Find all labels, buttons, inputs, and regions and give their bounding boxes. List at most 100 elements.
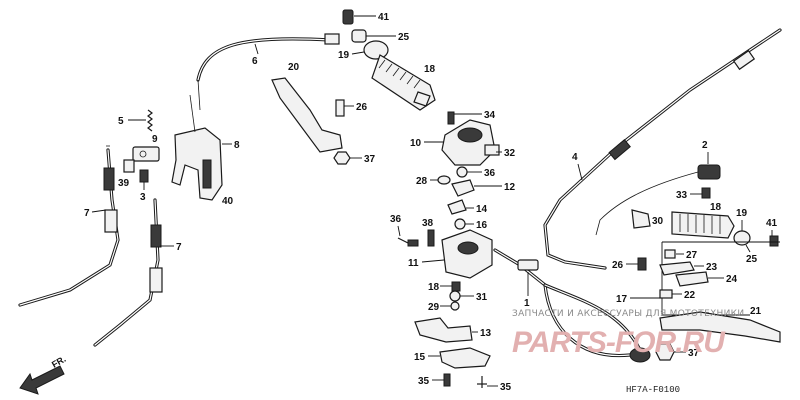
bolt-27	[664, 249, 676, 259]
callout-37-bottom: 37	[688, 348, 700, 359]
callout-39: 39	[118, 178, 130, 189]
clip-22	[659, 289, 673, 299]
switch-2	[595, 164, 721, 236]
drawing-code: HF7A-F0100	[626, 385, 680, 395]
screw-33	[701, 187, 711, 199]
spring-5	[147, 109, 153, 132]
callout-12: 12	[504, 182, 516, 193]
callout-19-right: 19	[736, 208, 748, 219]
housing-10	[441, 119, 500, 166]
clip-39	[123, 159, 135, 173]
screw-18-small	[451, 281, 461, 292]
washer-29	[450, 301, 460, 311]
end-19-right	[733, 230, 751, 246]
callout-6: 6	[252, 56, 258, 67]
callout-25-top: 25	[398, 32, 410, 43]
lever-12	[451, 179, 475, 197]
left-cable-a	[18, 145, 120, 307]
lever-20	[271, 77, 343, 153]
lever-13	[414, 317, 473, 343]
grip-18-right	[671, 211, 735, 239]
collar-25-top	[351, 29, 367, 43]
callout-14: 14	[476, 204, 488, 215]
callout-5: 5	[118, 116, 124, 127]
screw-35-right	[477, 376, 487, 388]
adjuster-9	[132, 146, 160, 162]
direction-label: FR.	[50, 354, 68, 370]
callout-7-left: 7	[84, 208, 90, 219]
callout-21: 21	[750, 306, 762, 317]
bolt-3	[139, 169, 149, 183]
collar-16-upper	[454, 218, 466, 230]
washer-31	[449, 290, 461, 302]
callout-28: 28	[416, 176, 428, 187]
brake-lever-21	[659, 311, 781, 343]
callout-18-right: 18	[710, 202, 722, 213]
callout-10: 10	[410, 138, 422, 149]
screw-35-left	[443, 373, 451, 387]
callout-8: 8	[234, 140, 240, 151]
callout-36-left: 36	[390, 214, 402, 225]
cable-6	[196, 33, 340, 111]
callouts: 41 25 19 18 6 20 26 37 5 8 9 39 3 40 7 7…	[84, 12, 778, 393]
watermark: ЗАПЧАСТИ И АКСЕССУАРЫ ДЛЯ МОТОТЕХНИКИ PA…	[512, 309, 744, 359]
callout-34: 34	[484, 110, 496, 121]
callout-20: 20	[288, 62, 300, 73]
callout-29: 29	[428, 302, 440, 313]
housing-11	[441, 229, 493, 279]
spring-14	[447, 199, 467, 215]
callout-18-top: 18	[424, 64, 436, 75]
callout-27: 27	[686, 250, 698, 261]
bolt-41-top	[342, 9, 354, 25]
cable-1	[493, 248, 651, 363]
callout-9: 9	[152, 134, 158, 145]
callout-41-right: 41	[766, 218, 778, 229]
callout-35-right: 35	[500, 382, 512, 393]
callout-32: 32	[504, 148, 516, 159]
washer-36-center	[456, 166, 468, 178]
pad-24	[675, 271, 709, 287]
callout-35-left: 35	[418, 376, 430, 387]
cable-4	[543, 28, 782, 270]
nut-37-top	[333, 151, 351, 165]
lever-holder-8	[171, 94, 223, 201]
callout-7-right: 7	[176, 242, 182, 253]
screw-26-right	[637, 257, 647, 271]
callout-40: 40	[222, 196, 234, 207]
callout-13: 13	[480, 328, 492, 339]
callout-24: 24	[726, 274, 738, 285]
grip-18-top	[371, 54, 436, 111]
callout-36-center: 36	[484, 168, 496, 179]
callout-26-right: 26	[612, 260, 624, 271]
callout-22: 22	[684, 290, 696, 301]
end-19-top	[363, 40, 389, 60]
lever-23	[659, 261, 695, 276]
callout-23: 23	[706, 262, 718, 273]
callout-31: 31	[476, 292, 488, 303]
callout-33: 33	[676, 190, 688, 201]
callout-19-top: 19	[338, 50, 350, 61]
bolt-38	[427, 229, 435, 247]
bolt-26-top	[335, 99, 345, 117]
callout-41-top: 41	[378, 12, 390, 23]
callout-18-small: 18	[428, 282, 440, 293]
callout-25-right: 25	[746, 254, 758, 265]
left-cable-b	[93, 198, 163, 347]
screw-34	[447, 111, 455, 125]
callout-4: 4	[572, 152, 578, 163]
front-direction-arrow: FR.	[19, 354, 68, 395]
callout-37-top: 37	[364, 154, 376, 165]
spring-28	[437, 175, 451, 185]
callout-2: 2	[702, 140, 708, 151]
callout-38: 38	[422, 218, 434, 229]
callout-15: 15	[414, 352, 426, 363]
callout-26-top: 26	[356, 102, 368, 113]
callout-30: 30	[652, 216, 664, 227]
grip-end-30	[631, 209, 651, 229]
watermark-brand: PARTS-FOR.RU	[512, 326, 726, 359]
cover-15	[439, 347, 491, 369]
callout-11: 11	[408, 258, 419, 269]
callout-17: 17	[616, 294, 628, 305]
callout-1: 1	[524, 298, 530, 309]
